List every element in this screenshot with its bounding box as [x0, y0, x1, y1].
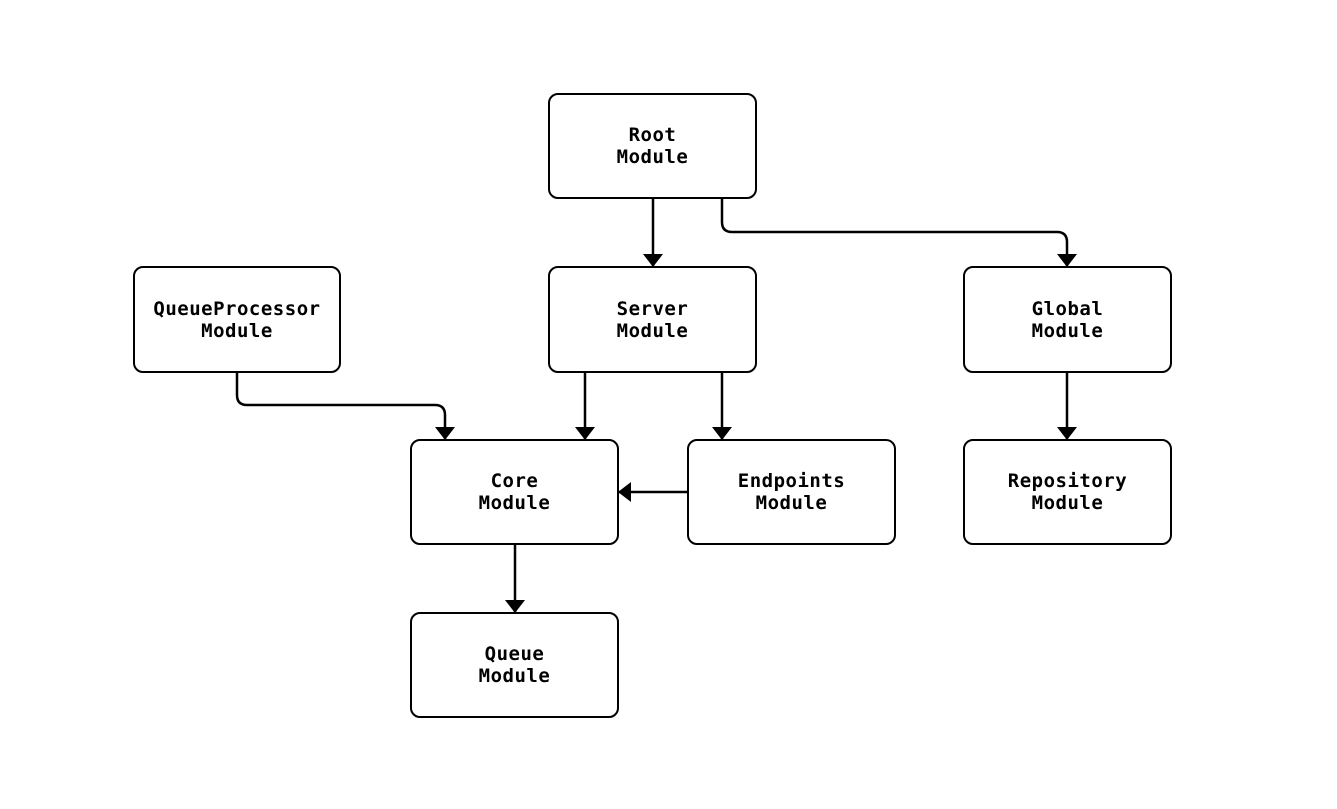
- module-type-line: Module: [1031, 319, 1104, 342]
- module-name-line: QueueProcessor: [153, 297, 321, 320]
- module-name-line: Queue: [484, 643, 545, 665]
- module-name-line: Core: [490, 470, 539, 492]
- module-node-label: Core Module: [479, 470, 551, 514]
- module-name-line: Root: [628, 124, 677, 146]
- node-queueprocessor-module: QueueProcessor Module: [133, 266, 341, 373]
- module-type-line: Module: [201, 319, 273, 342]
- module-node-label: Server Module: [617, 298, 689, 342]
- node-endpoints-module: Endpoints Module: [687, 439, 896, 545]
- node-core-module: Core Module: [410, 439, 619, 545]
- module-type-line: Module: [616, 319, 689, 342]
- module-type-line: Module: [478, 492, 551, 514]
- node-root-module: Root Module: [548, 93, 757, 199]
- edge-root-module-to-global-module: [720, 199, 1077, 267]
- module-name-line: Server: [616, 297, 689, 320]
- edge-queueprocessor-module-to-core-module: [235, 373, 455, 440]
- module-node-label: Repository Module: [1008, 470, 1127, 514]
- module-type-line: Module: [478, 665, 551, 687]
- node-queue-module: Queue Module: [410, 612, 619, 718]
- module-node-label: Queue Module: [479, 643, 551, 687]
- module-type-line: Module: [755, 492, 828, 514]
- module-node-label: Endpoints Module: [738, 470, 845, 514]
- node-repository-module: Repository Module: [963, 439, 1172, 545]
- node-global-module: Global Module: [963, 266, 1172, 373]
- module-node-label: Root Module: [617, 124, 689, 168]
- module-node-label: QueueProcessor Module: [153, 298, 320, 342]
- node-server-module: Server Module: [548, 266, 757, 373]
- module-name-line: Endpoints: [737, 470, 846, 492]
- module-name-line: Global: [1031, 297, 1104, 320]
- module-type-line: Module: [616, 146, 689, 168]
- module-name-line: Repository: [1007, 470, 1128, 492]
- module-type-line: Module: [1031, 492, 1104, 514]
- module-node-label: Global Module: [1032, 298, 1104, 342]
